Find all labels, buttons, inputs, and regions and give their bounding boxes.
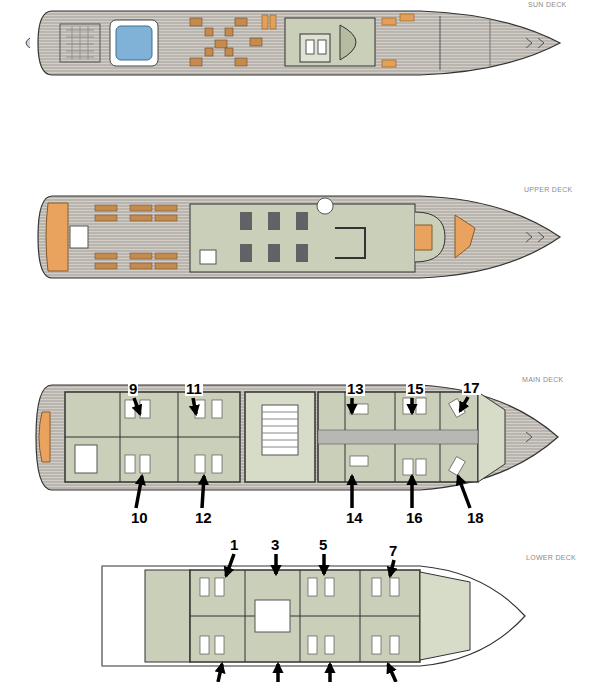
callout-number: 10: [130, 510, 149, 525]
callout-number: 13: [346, 381, 365, 396]
callout-arrows: [134, 397, 470, 682]
callout-number: 16: [405, 510, 424, 525]
callout-number: 12: [194, 510, 213, 525]
callout-number: 5: [318, 537, 328, 552]
deck-title: LOWER DECK: [526, 554, 576, 561]
callout-number: 3: [270, 537, 280, 552]
callout-number: 18: [466, 510, 485, 525]
main-deck: [36, 385, 558, 490]
callout-number: 11: [185, 381, 203, 396]
callout-number: 7: [388, 543, 398, 558]
callout-number: 9: [128, 381, 138, 396]
callout-number: 14: [345, 510, 364, 525]
upper-deck: [38, 196, 560, 278]
callout-number: 1: [229, 537, 239, 552]
deck-title: MAIN DECK: [522, 376, 564, 383]
deck-title: UPPER DECK: [524, 186, 573, 193]
callout-number: 15: [406, 381, 425, 396]
sun-deck: [26, 11, 560, 75]
deck-title: SUN DECK: [528, 1, 567, 8]
lower-deck: [102, 566, 525, 666]
callout-number: 17: [462, 380, 481, 395]
